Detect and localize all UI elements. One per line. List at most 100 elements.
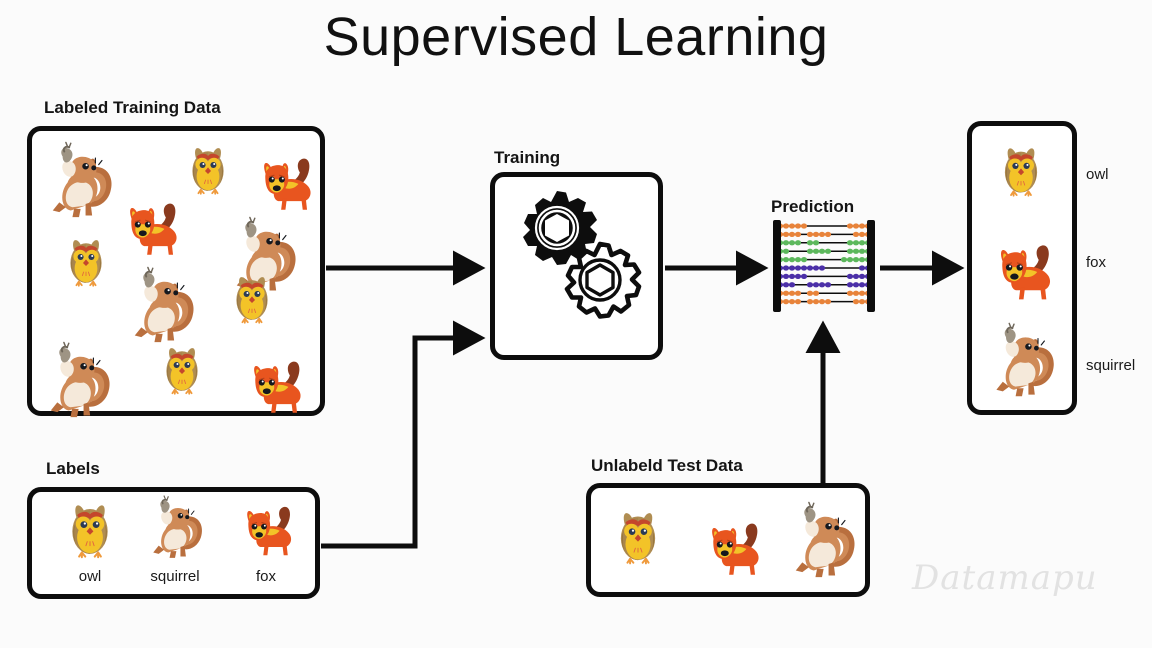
training-data-caption: Labeled Training Data [44, 98, 221, 117]
test-data-item-fox [696, 510, 768, 587]
owl-icon [166, 348, 198, 395]
unlabeled-test-data-box [586, 483, 870, 597]
abacus-bead [846, 223, 854, 229]
abacus-bead [782, 298, 790, 305]
output-item-owl [990, 138, 1052, 205]
abacus-bead [806, 290, 814, 296]
output-label-fox: fox [1086, 254, 1107, 271]
abacus-bead [846, 273, 854, 280]
abacus-bead [852, 240, 860, 246]
abacus-bead [782, 240, 790, 246]
abacus-bead [846, 290, 854, 296]
abacus-bead [794, 223, 802, 229]
test-data-item-squirrel [781, 500, 863, 587]
abacus-bead [794, 265, 802, 271]
abacus-bead [824, 248, 832, 254]
gear-outline-icon [564, 241, 642, 319]
labels-box: owl squirrel [27, 487, 320, 599]
abacus-bead [846, 240, 854, 246]
label-image-fox [218, 494, 314, 562]
abacus-bead [794, 256, 802, 263]
training-data-item-fox [238, 348, 310, 425]
abacus-bead [800, 273, 808, 280]
abacus-bead [794, 273, 802, 280]
fox-icon [712, 523, 759, 575]
abacus-bead [788, 282, 796, 288]
abacus-icon [773, 220, 875, 312]
abacus-bead [782, 223, 790, 229]
output-item-squirrel [982, 321, 1062, 406]
training-caption: Training [494, 148, 561, 167]
arrow-labels-to-training [321, 320, 486, 549]
abacus-bead [852, 273, 860, 280]
abacus-bead [846, 248, 854, 254]
abacus-bead [812, 290, 820, 296]
abacus-bead [788, 298, 796, 305]
training-data-item-squirrel [222, 215, 304, 302]
abacus-bead [840, 256, 848, 263]
labeled-training-data-box [27, 126, 325, 418]
abacus-bead [852, 282, 860, 288]
abacus-bead [818, 282, 826, 288]
abacus-bead [818, 248, 826, 254]
owl-icon [72, 505, 108, 559]
output-item-fox [984, 231, 1060, 312]
gear-filled-icon [523, 191, 597, 265]
fox-icon [1001, 245, 1051, 300]
abacus-bead [788, 273, 796, 280]
abacus-bead [852, 256, 860, 263]
squirrel-icon [996, 322, 1054, 397]
abacus-bead [858, 240, 866, 246]
abacus-bead [806, 231, 814, 238]
abacus-bead [788, 256, 796, 263]
abacus-bead [794, 290, 802, 296]
abacus-bead [788, 265, 796, 271]
abacus-bead [824, 282, 832, 288]
squirrel-icon [795, 501, 855, 578]
abacus-bead [812, 231, 820, 238]
abacus-bead [794, 298, 802, 305]
abacus-bead [858, 298, 866, 305]
labels-caption: Labels [46, 459, 100, 478]
training-data-item-owl [56, 230, 116, 295]
abacus-bead [824, 298, 832, 305]
abacus-bead [858, 265, 866, 271]
abacus-bead [782, 282, 790, 288]
fox-icon [254, 361, 301, 413]
abacus-bead [782, 248, 790, 254]
abacus-bead [812, 248, 820, 254]
squirrel-icon [236, 216, 296, 293]
abacus-bead [806, 298, 814, 305]
output-label-owl: owl [1086, 166, 1109, 183]
gears-group [523, 191, 642, 319]
abacus-bead [806, 282, 814, 288]
abacus-bead [788, 231, 796, 238]
label-image-squirrel [127, 494, 223, 562]
abacus-bead [818, 298, 826, 305]
owl-icon [192, 148, 224, 195]
fox-icon [130, 203, 177, 255]
abacus-bead [800, 256, 808, 263]
owl-icon [1004, 148, 1038, 197]
abacus-bead [812, 298, 820, 305]
training-data-item-fox [114, 190, 186, 267]
abacus-bead [852, 290, 860, 296]
abacus-bead [846, 282, 854, 288]
abacus-bead [818, 265, 826, 271]
test-data-caption: Unlabeld Test Data [591, 456, 743, 475]
abacus-bead [812, 282, 820, 288]
abacus-bead [824, 231, 832, 238]
training-data-item-owl [152, 338, 212, 403]
abacus-bead [858, 290, 866, 296]
label-image-owl [42, 494, 138, 562]
abacus-bead [852, 248, 860, 254]
label-text-fox: fox [255, 568, 276, 585]
abacus-bead [782, 273, 790, 280]
abacus-bead [852, 298, 860, 305]
owl-icon [70, 240, 102, 287]
output-label-squirrel: squirrel [1086, 357, 1136, 374]
training-data-item-fox [248, 145, 320, 222]
watermark: Datamapu [912, 558, 1098, 598]
training-data-item-squirrel [36, 340, 118, 427]
owl-icon [236, 277, 268, 324]
